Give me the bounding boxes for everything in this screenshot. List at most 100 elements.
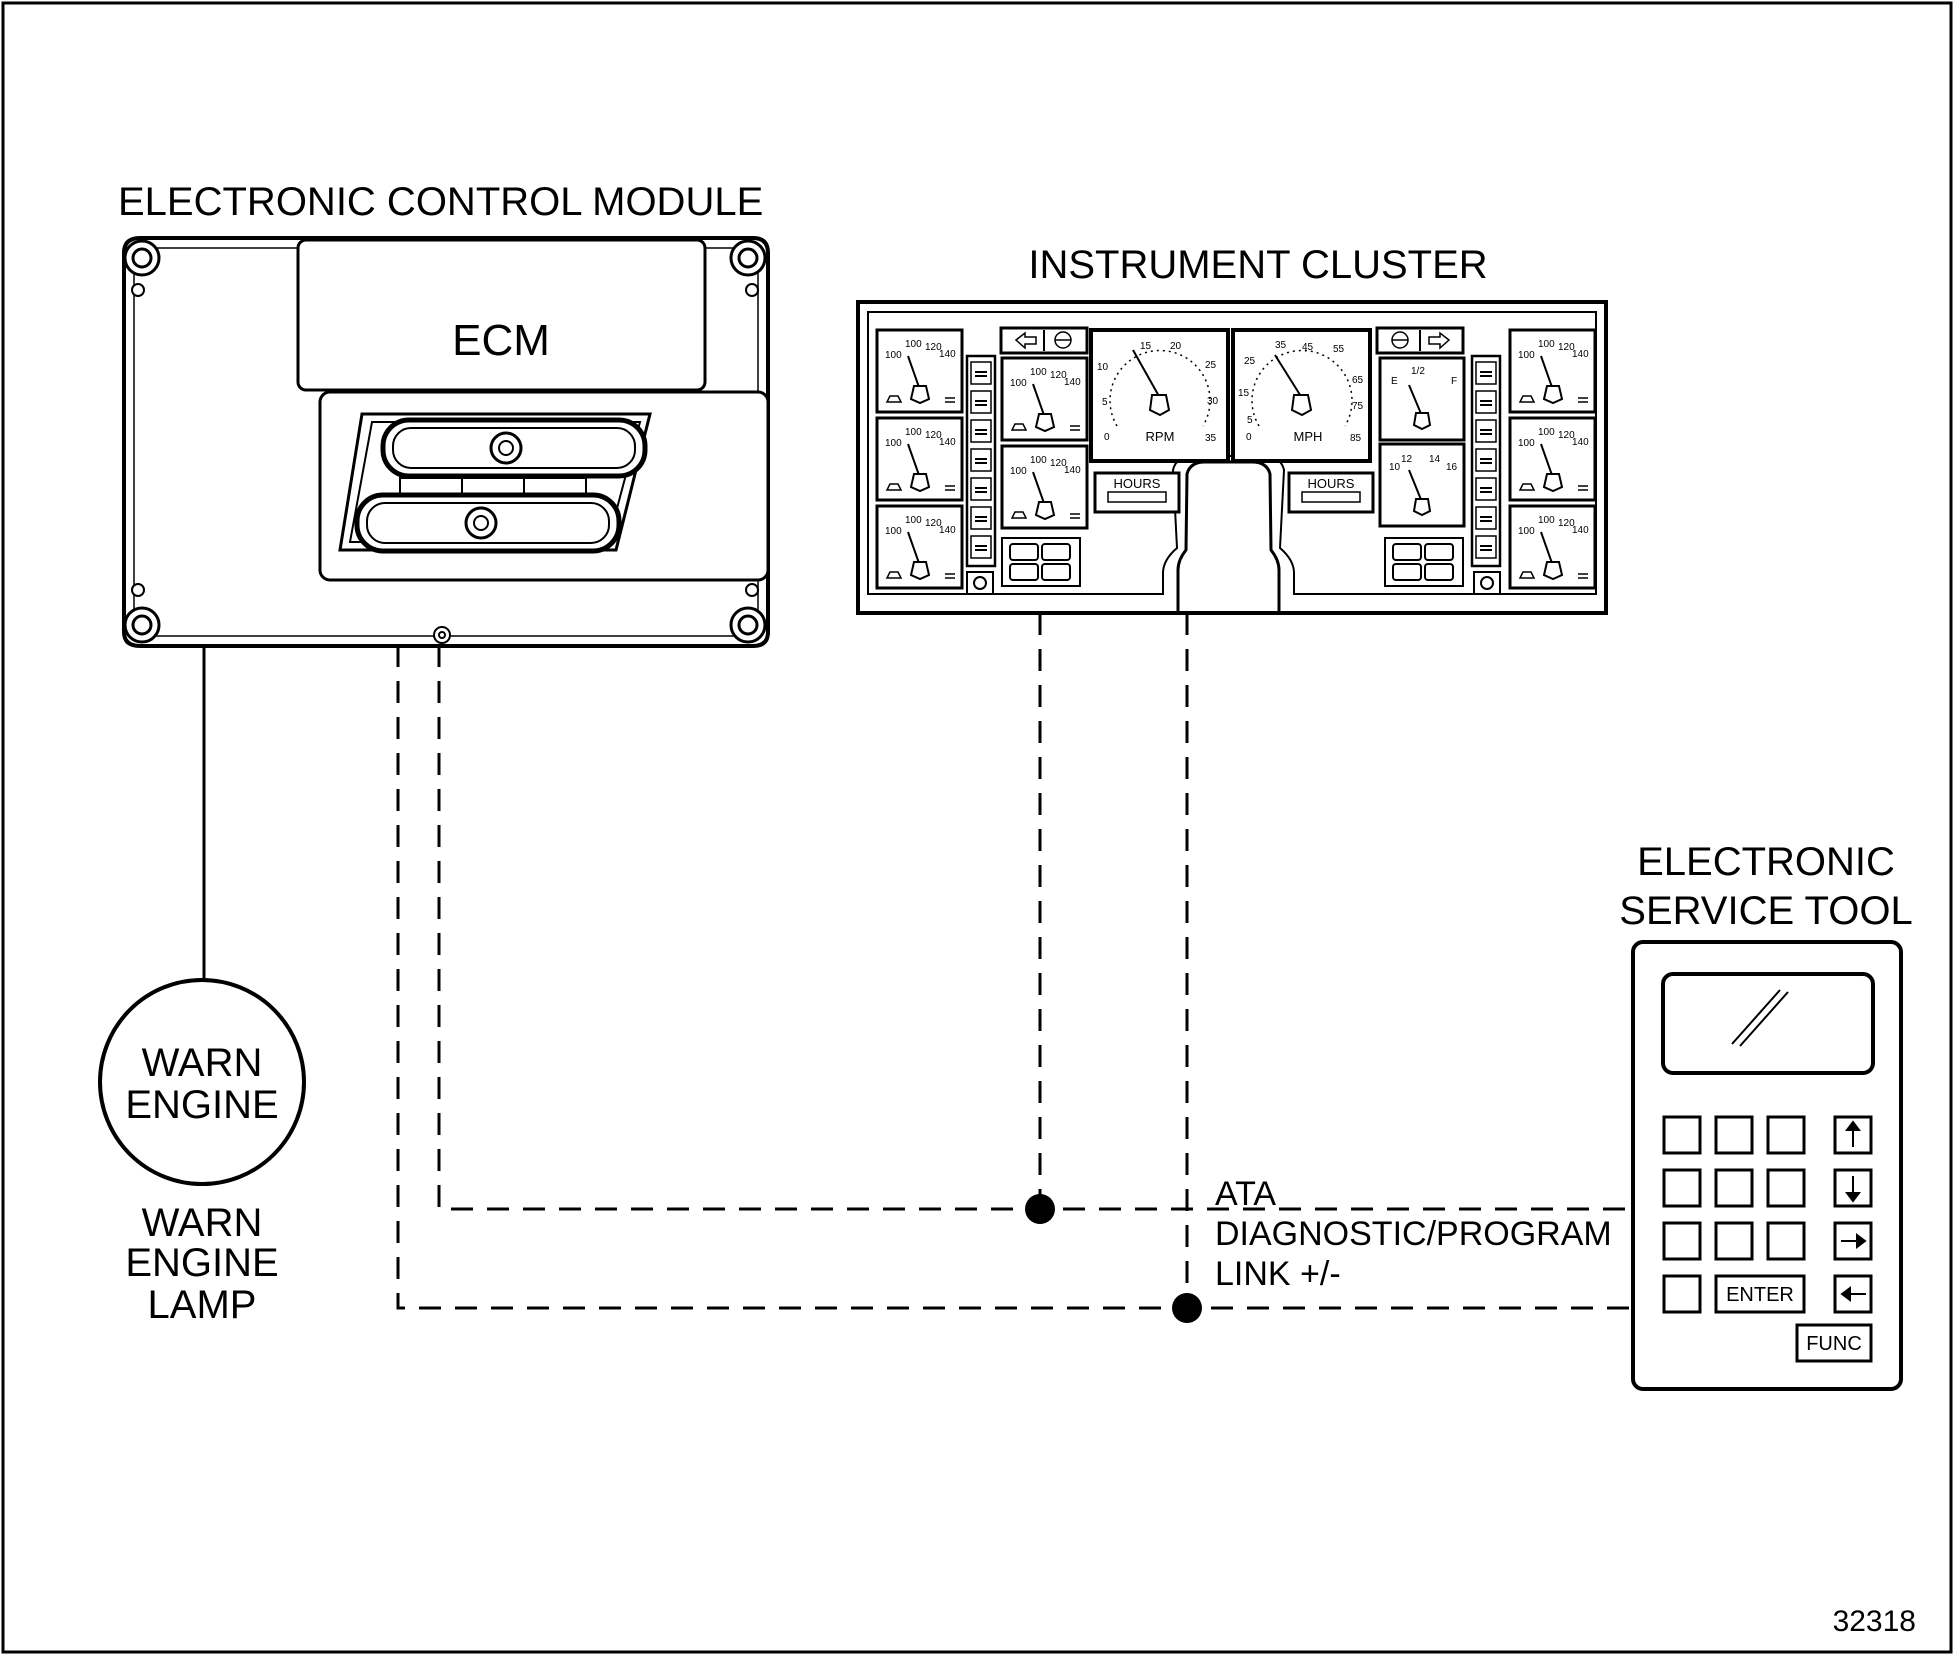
svg-text:15: 15 <box>1140 341 1152 352</box>
cluster-title: INSTRUMENT CLUSTER <box>1028 243 1487 287</box>
svg-text:120: 120 <box>1558 342 1575 353</box>
warn-engine-lamp-circle <box>98 978 306 1186</box>
svg-text:100: 100 <box>1538 515 1555 526</box>
indicator-light-strip <box>965 354 997 568</box>
svg-text:LAMP: LAMP <box>148 1283 257 1327</box>
svg-text:5: 5 <box>1102 397 1108 408</box>
svg-text:140: 140 <box>939 349 956 360</box>
svg-text:140: 140 <box>1064 377 1081 388</box>
svg-text:0: 0 <box>1104 432 1110 443</box>
svg-text:10: 10 <box>1389 462 1401 473</box>
svg-text:100: 100 <box>1518 526 1535 537</box>
svg-text:12: 12 <box>1401 454 1413 465</box>
svg-text:ENGINE: ENGINE <box>125 1241 278 1285</box>
svg-text:35: 35 <box>1275 340 1287 351</box>
svg-text:55: 55 <box>1333 344 1345 355</box>
svg-text:140: 140 <box>939 525 956 536</box>
svg-text:120: 120 <box>925 518 942 529</box>
tachometer: 0 5 10 15 20 25 30 35 RPM <box>1089 328 1230 463</box>
svg-text:16: 16 <box>1446 462 1458 473</box>
svg-text:100: 100 <box>905 339 922 350</box>
tool-keypad-key <box>1766 1168 1806 1208</box>
rpm-label: RPM <box>1146 429 1175 444</box>
tool-keypad-key <box>1662 1274 1702 1314</box>
speedometer: 0 5 15 25 35 45 55 65 75 85 MPH <box>1231 328 1372 463</box>
voltmeter: 10 12 14 16 <box>1378 442 1466 528</box>
svg-text:100: 100 <box>905 427 922 438</box>
svg-text:100: 100 <box>885 350 902 361</box>
right-turn-indicator <box>1375 326 1465 355</box>
ecm-title: ELECTRONIC CONTROL MODULE <box>118 180 763 224</box>
fuel-gauge: E 1/2 F <box>1378 356 1466 442</box>
svg-text:100: 100 <box>1010 378 1027 389</box>
svg-text:LINK +/-: LINK +/- <box>1215 1255 1341 1293</box>
svg-text:35: 35 <box>1205 433 1217 444</box>
svg-text:100: 100 <box>905 515 922 526</box>
tool-title: ELECTRONIC <box>1637 840 1895 884</box>
figure-number: 32318 <box>1833 1605 1916 1638</box>
ecm-connector-upper <box>380 417 648 479</box>
svg-text:F: F <box>1451 376 1457 387</box>
svg-text:140: 140 <box>1064 465 1081 476</box>
svg-text:ATA: ATA <box>1215 1175 1276 1213</box>
svg-text:100: 100 <box>1538 427 1555 438</box>
svg-text:100: 100 <box>885 526 902 537</box>
svg-text:120: 120 <box>925 342 942 353</box>
svg-text:DIAGNOSTIC/PROGRAM: DIAGNOSTIC/PROGRAM <box>1215 1215 1612 1253</box>
mph-label: MPH <box>1294 429 1323 444</box>
warn-engine-lamp: WARN ENGINE WARN ENGINE LAMP <box>98 978 306 1327</box>
ecm-mounting-bolts <box>123 239 767 644</box>
svg-text:140: 140 <box>1572 349 1589 360</box>
tool-keypad <box>1662 1115 1806 1314</box>
svg-text:25: 25 <box>1205 360 1217 371</box>
svg-text:100: 100 <box>885 438 902 449</box>
svg-text:120: 120 <box>925 430 942 441</box>
tool-keypad-key <box>1662 1221 1702 1261</box>
svg-text:10: 10 <box>1097 362 1109 373</box>
switch-pad-right <box>1384 537 1464 587</box>
tool-keypad-key <box>1662 1168 1702 1208</box>
svg-text:100: 100 <box>1518 350 1535 361</box>
svg-text:1/2: 1/2 <box>1411 366 1425 377</box>
wiring <box>202 613 1630 1323</box>
indicator-light-strip <box>1470 354 1502 568</box>
svg-text:120: 120 <box>1558 430 1575 441</box>
svg-text:100: 100 <box>1030 367 1047 378</box>
svg-text:20: 20 <box>1170 341 1182 352</box>
svg-text:ENGINE: ENGINE <box>125 1083 278 1127</box>
instrument-cluster: INSTRUMENT CLUSTER 0 5 10 15 20 25 30 35… <box>856 243 1608 615</box>
svg-text:5: 5 <box>1247 415 1253 426</box>
svg-text:100: 100 <box>1538 339 1555 350</box>
indicator-light-strips <box>965 354 1502 568</box>
ecm-box-label: ECM <box>452 316 550 365</box>
hours-meter-right: HOURS <box>1287 471 1375 514</box>
switch-pad-left <box>1001 537 1081 587</box>
svg-text:120: 120 <box>1050 370 1067 381</box>
svg-text:E: E <box>1391 376 1398 387</box>
svg-text:25: 25 <box>1244 356 1256 367</box>
tool-enter-key: ENTER <box>1714 1274 1806 1314</box>
splice-point-lower <box>1172 1293 1202 1323</box>
splice-point-upper <box>1025 1194 1055 1224</box>
ata-link-label: ATA DIAGNOSTIC/PROGRAM LINK +/- <box>1215 1175 1612 1293</box>
svg-text:120: 120 <box>1050 458 1067 469</box>
svg-text:45: 45 <box>1302 342 1314 353</box>
tool-func-key: FUNC <box>1795 1323 1873 1363</box>
svg-text:140: 140 <box>1572 525 1589 536</box>
svg-text:85: 85 <box>1350 433 1362 444</box>
svg-text:HOURS: HOURS <box>1114 476 1161 491</box>
ecm-label-plate <box>296 238 707 392</box>
tool-keypad-key <box>1714 1168 1754 1208</box>
hours-meter-left: HOURS <box>1093 471 1181 514</box>
svg-text:WARN: WARN <box>142 1041 263 1085</box>
svg-text:15: 15 <box>1238 388 1250 399</box>
svg-text:100: 100 <box>1518 438 1535 449</box>
svg-text:30: 30 <box>1207 396 1219 407</box>
